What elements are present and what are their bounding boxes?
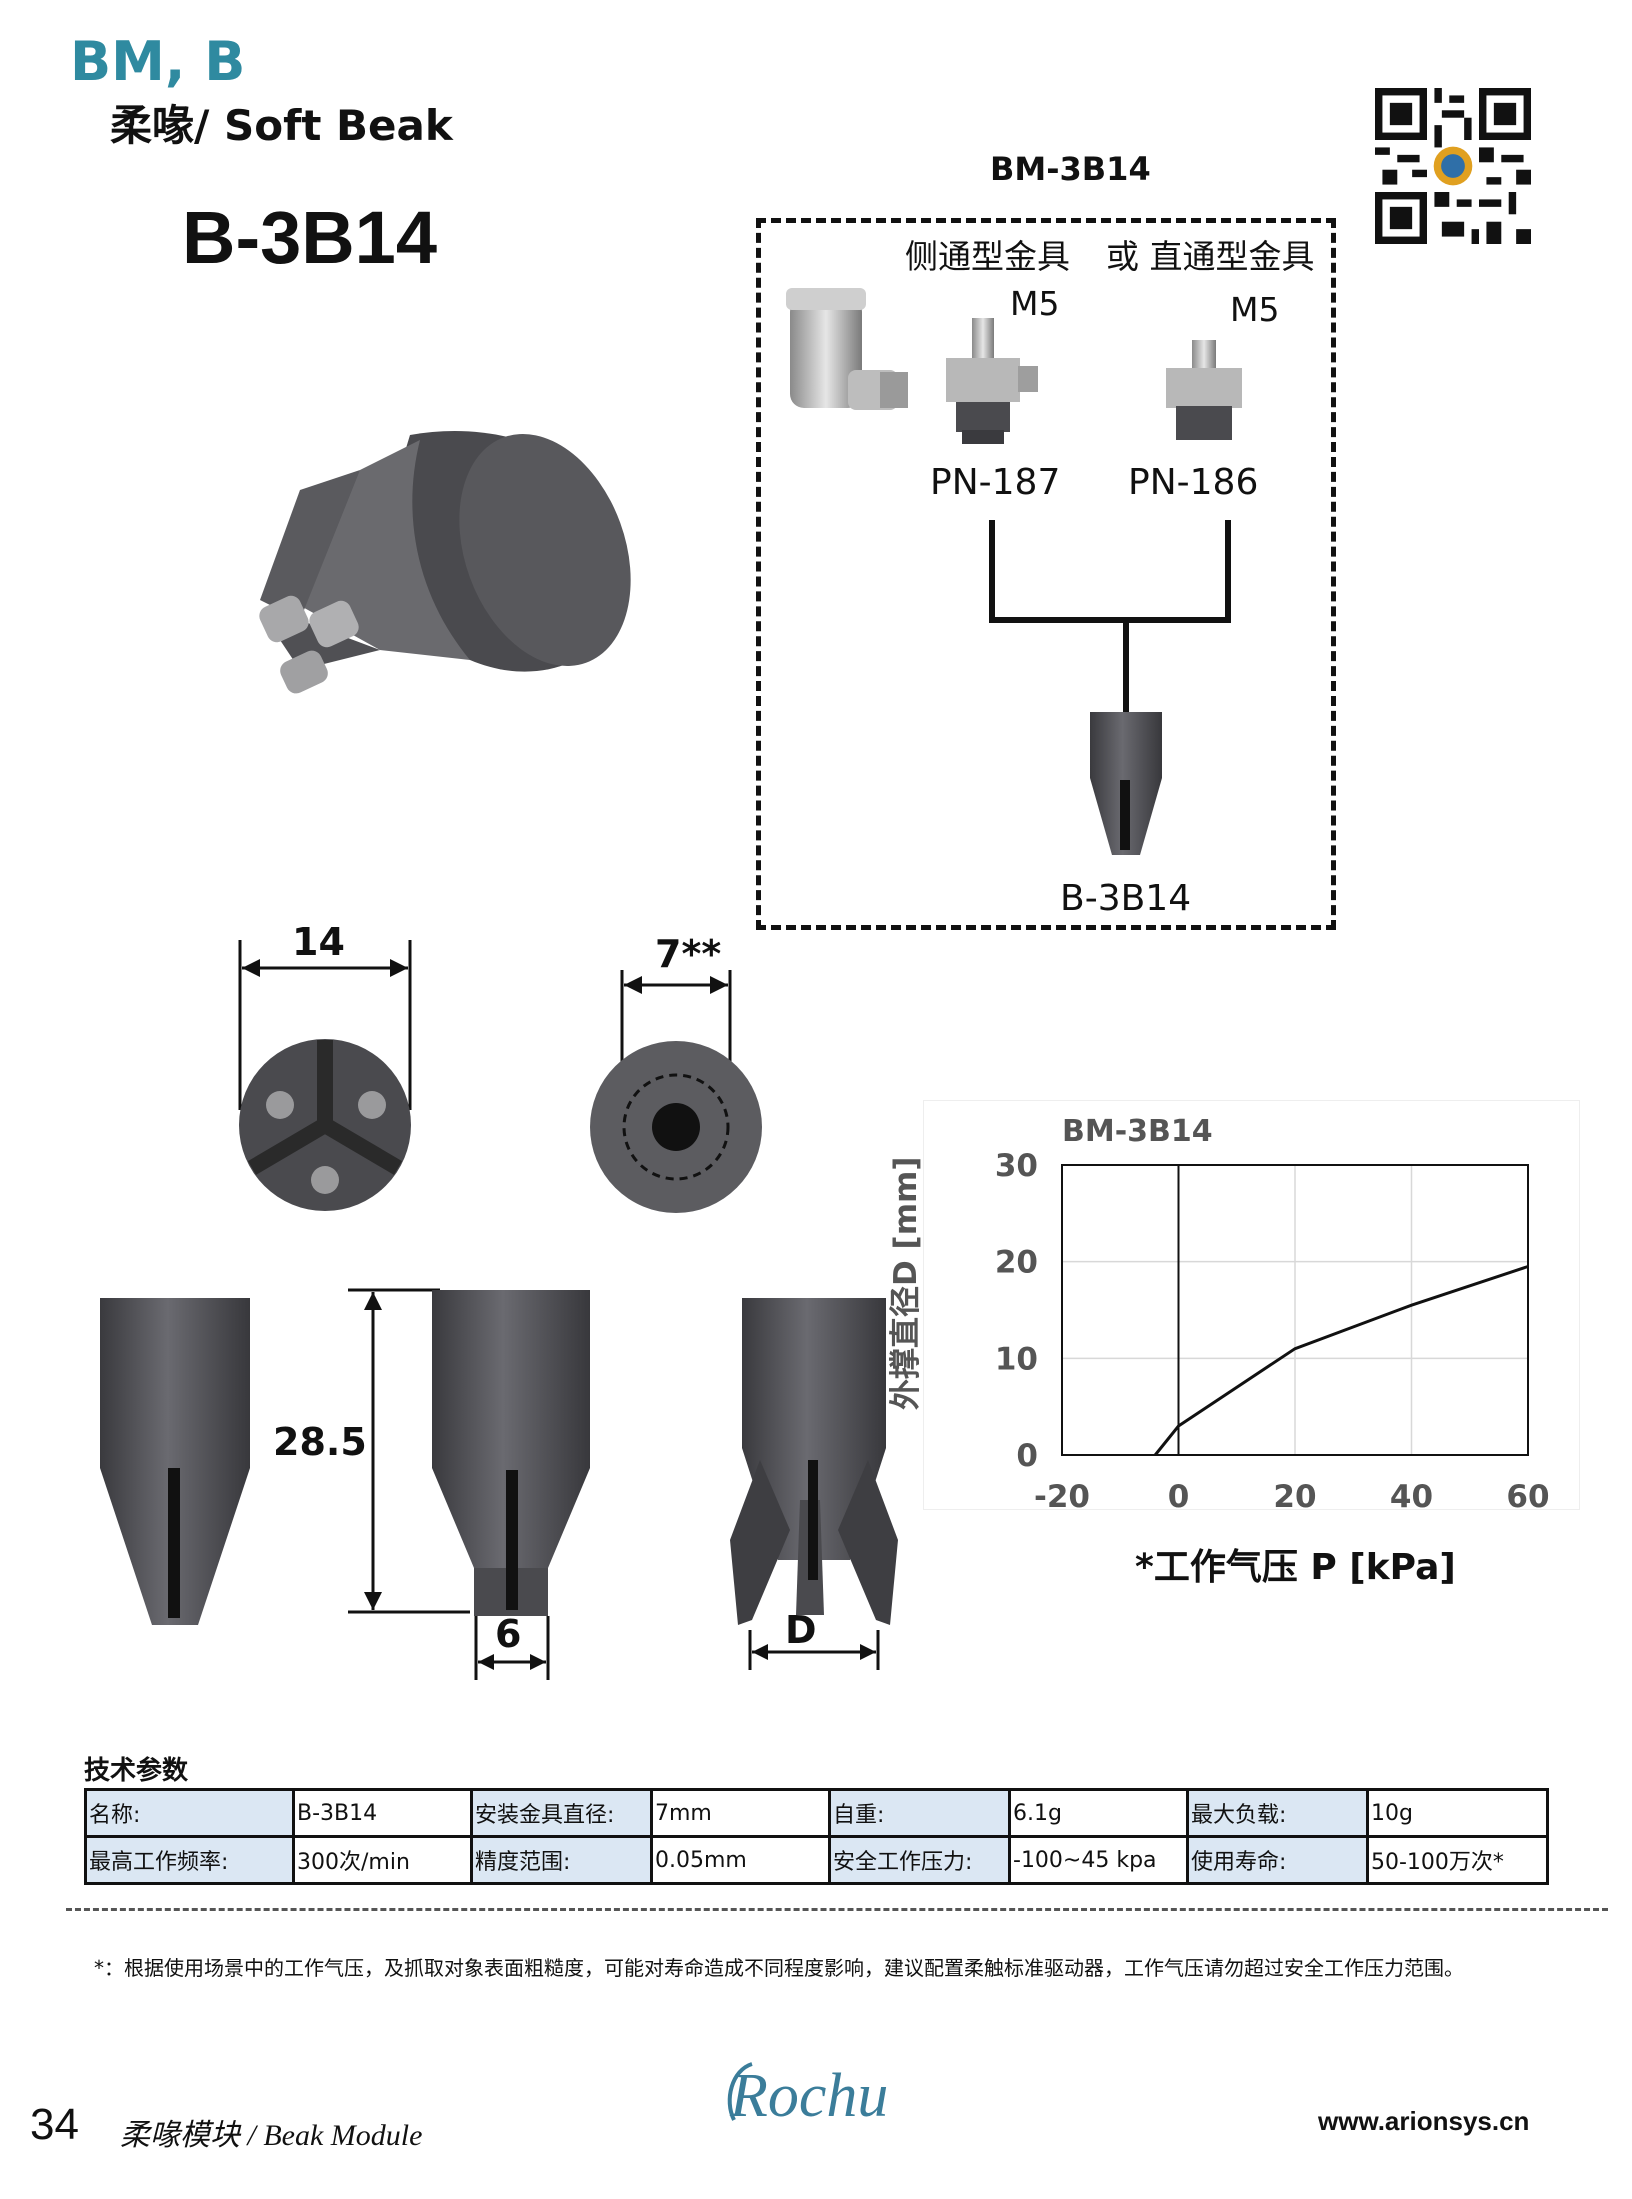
- spec-key: 自重:: [828, 1788, 1011, 1838]
- specs-table: 名称: B-3B14 安装金具直径: 7mm 自重: 6.1g 最大负载: 10…: [84, 1788, 1549, 1885]
- chart-y-tick-label: 30: [995, 1148, 1038, 1184]
- qr-code: [1375, 88, 1531, 244]
- spec-value: 10g: [1366, 1788, 1549, 1838]
- end-view-mount: [590, 970, 762, 1213]
- dimension-open-width: D: [785, 1608, 817, 1652]
- chart-x-tick-label: -20: [1034, 1479, 1090, 1515]
- spec-value: 300次/min: [292, 1835, 473, 1885]
- side-view-2: [348, 1288, 590, 1680]
- dimension-outer-diameter: 14: [292, 920, 345, 964]
- rochu-logo: Rochu: [727, 2062, 888, 2130]
- elbow-fitting: [786, 288, 908, 410]
- part-label-pn187: PN-187: [930, 462, 1061, 503]
- dimension-tip-width: 6: [495, 1612, 522, 1656]
- beak-3d-render: [259, 430, 631, 694]
- fitting-pn187: [946, 318, 1038, 444]
- series-subtitle: 柔喙/ Soft Beak: [110, 101, 453, 150]
- spec-key: 最高工作频率:: [84, 1835, 295, 1885]
- spec-value: -100~45 kpa: [1008, 1835, 1189, 1885]
- spec-value: B-3B14: [292, 1788, 473, 1838]
- dimension-mount-diameter: 7**: [655, 932, 722, 976]
- spec-key: 安装金具直径:: [470, 1788, 653, 1838]
- thread-label-left: M5: [1010, 284, 1060, 323]
- spec-value: 0.05mm: [650, 1835, 831, 1885]
- chart-x-axis-label: *工作气压 P [kPa]: [1135, 1547, 1456, 1588]
- chart-series-line: [1154, 1265, 1529, 1456]
- chart-x-tick-label: 60: [1506, 1479, 1549, 1515]
- separator-line: [66, 1908, 1608, 1911]
- chart-x-tick-label: 0: [1168, 1479, 1190, 1515]
- spec-key: 安全工作压力:: [828, 1835, 1011, 1885]
- website-url: www.arionsys.cn: [1318, 2106, 1530, 2136]
- straight-fitting-label: 或 直通型金具: [1106, 237, 1315, 276]
- end-view-beak: [238, 940, 412, 1211]
- fitting-pn186: [1166, 340, 1242, 440]
- table-row: 最高工作频率: 300次/min 精度范围: 0.05mm 安全工作压力: -1…: [84, 1835, 1549, 1885]
- thread-label-right: M5: [1230, 290, 1280, 329]
- spec-key: 精度范围:: [470, 1835, 653, 1885]
- chart-plot-frame: [1061, 1164, 1529, 1456]
- chart-y-tick-label: 10: [995, 1341, 1038, 1377]
- product-title: B-3B14: [182, 196, 437, 279]
- chart-x-tick-label: 40: [1390, 1479, 1433, 1515]
- dimension-length: 28.5: [273, 1420, 367, 1464]
- chart-title: BM-3B14: [1062, 1114, 1213, 1149]
- footer-section-title: 柔喙模块 / Beak Module: [120, 2119, 423, 2152]
- side-view-open: [730, 1298, 898, 1670]
- spec-value: 50-100万次*: [1366, 1835, 1549, 1885]
- side-view-1: [100, 1298, 250, 1625]
- spec-key: 最大负载:: [1186, 1788, 1369, 1838]
- kit-connector-lines: [989, 520, 1231, 712]
- kit-dashed-box: [756, 218, 1336, 930]
- specs-title: 技术参数: [84, 1756, 189, 1786]
- spec-key: 使用寿命:: [1186, 1835, 1369, 1885]
- footnote: *：根据使用场景中的工作气压，及抓取对象表面粗糙度，可能对寿命造成不同程度影响，…: [94, 1956, 1464, 1980]
- chart-x-tick-label: 20: [1273, 1479, 1316, 1515]
- spec-key: 名称:: [84, 1788, 295, 1838]
- spec-value: 6.1g: [1008, 1788, 1189, 1838]
- svg-text:Rochu: Rochu: [729, 2062, 888, 2130]
- table-row: 名称: B-3B14 安装金具直径: 7mm 自重: 6.1g 最大负载: 10…: [84, 1788, 1549, 1838]
- side-fitting-label: 侧通型金具: [905, 237, 1070, 276]
- chart-y-tick-label: 0: [1016, 1438, 1038, 1474]
- kit-beak-label: B-3B14: [1060, 878, 1192, 919]
- chart-y-tick-label: 20: [995, 1245, 1038, 1281]
- chart-panel: [923, 1100, 1580, 1510]
- kit-title: BM-3B14: [990, 150, 1151, 188]
- spec-value: 7mm: [650, 1788, 831, 1838]
- part-label-pn186: PN-186: [1128, 462, 1259, 503]
- page-number: 34: [30, 2100, 79, 2149]
- series-title: BM, B: [70, 30, 246, 93]
- kit-beak: [1090, 712, 1162, 855]
